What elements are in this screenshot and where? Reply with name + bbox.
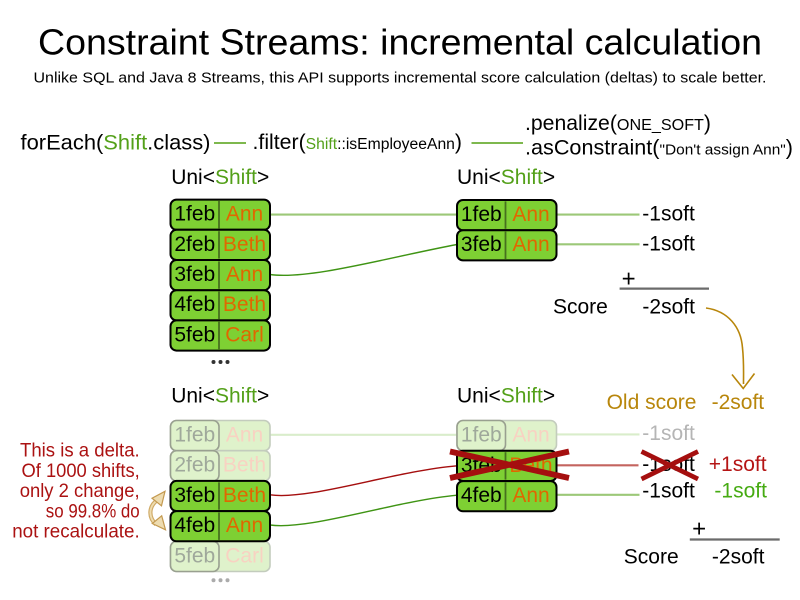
svg-text:Score: Score xyxy=(553,296,608,319)
svg-text:5feb: 5feb xyxy=(174,323,215,346)
svg-text:-2soft: -2soft xyxy=(642,296,695,319)
svg-text:Beth: Beth xyxy=(223,233,266,256)
svg-text:3feb: 3feb xyxy=(174,484,215,507)
svg-text:+: + xyxy=(622,266,636,293)
svg-text:Uni<Shift>: Uni<Shift> xyxy=(457,166,555,189)
svg-text:5feb: 5feb xyxy=(174,544,215,567)
svg-text:Score: Score xyxy=(624,545,679,568)
svg-text:.asConstraint("Don't assign An: .asConstraint("Don't assign Ann") xyxy=(525,137,793,160)
svg-text:This is a delta.: This is a delta. xyxy=(20,440,140,462)
svg-text:Ann: Ann xyxy=(512,203,549,226)
svg-text:only 2 change,: only 2 change, xyxy=(20,480,140,502)
svg-text:Carl: Carl xyxy=(225,544,264,567)
svg-text:Ann: Ann xyxy=(512,233,549,256)
svg-text:-1soft: -1soft xyxy=(642,422,695,445)
svg-text:Uni<Shift>: Uni<Shift> xyxy=(171,166,269,189)
svg-text:Constraint Streams: incrementa: Constraint Streams: incremental calculat… xyxy=(38,22,762,63)
svg-text:2feb: 2feb xyxy=(174,233,215,256)
svg-text:-2soft: -2soft xyxy=(712,545,765,568)
svg-text:Ann: Ann xyxy=(512,484,549,507)
svg-text:4feb: 4feb xyxy=(461,484,502,507)
svg-text:-1soft: -1soft xyxy=(642,232,695,255)
svg-text:2feb: 2feb xyxy=(174,454,215,477)
svg-text:-1soft: -1soft xyxy=(642,480,695,503)
svg-text:-1soft: -1soft xyxy=(642,202,695,225)
svg-text:Beth: Beth xyxy=(223,293,266,316)
svg-text:4feb: 4feb xyxy=(174,293,215,316)
svg-text:Uni<Shift>: Uni<Shift> xyxy=(171,384,269,407)
svg-text:3feb: 3feb xyxy=(174,263,215,286)
svg-text:Ann: Ann xyxy=(226,263,263,286)
svg-text:-2soft: -2soft xyxy=(712,391,765,414)
svg-text:1feb: 1feb xyxy=(461,424,502,447)
svg-text:+: + xyxy=(692,516,706,543)
svg-text:1feb: 1feb xyxy=(174,203,215,226)
svg-text:so 99.8% do: so 99.8% do xyxy=(46,500,140,522)
svg-text:4feb: 4feb xyxy=(174,514,215,537)
svg-text:Old score: Old score xyxy=(607,391,697,414)
svg-text:Ann: Ann xyxy=(226,203,263,226)
svg-text:.filter(Shift::isEmployeeAnn): .filter(Shift::isEmployeeAnn) xyxy=(253,131,463,154)
svg-text:.penalize(ONE_SOFT): .penalize(ONE_SOFT) xyxy=(525,112,711,135)
svg-text:Carl: Carl xyxy=(225,323,264,346)
svg-text:Ann: Ann xyxy=(226,424,263,447)
svg-text:Ann: Ann xyxy=(226,514,263,537)
svg-text:Unlike SQL and Java 8 Streams,: Unlike SQL and Java 8 Streams, this API … xyxy=(34,70,767,87)
svg-text:Uni<Shift>: Uni<Shift> xyxy=(457,384,555,407)
svg-text:1feb: 1feb xyxy=(174,424,215,447)
svg-text:forEach(Shift.class): forEach(Shift.class) xyxy=(21,132,211,155)
svg-text:Of 1000 shifts,: Of 1000 shifts, xyxy=(22,460,140,482)
svg-text:-1soft: -1soft xyxy=(714,480,767,503)
svg-text:not recalculate.: not recalculate. xyxy=(12,521,140,543)
svg-text:Beth: Beth xyxy=(223,484,266,507)
svg-text:Ann: Ann xyxy=(512,424,549,447)
svg-text:3feb: 3feb xyxy=(461,233,502,256)
svg-text:+1soft: +1soft xyxy=(709,453,767,476)
svg-text:1feb: 1feb xyxy=(461,203,502,226)
svg-text:Beth: Beth xyxy=(223,454,266,477)
